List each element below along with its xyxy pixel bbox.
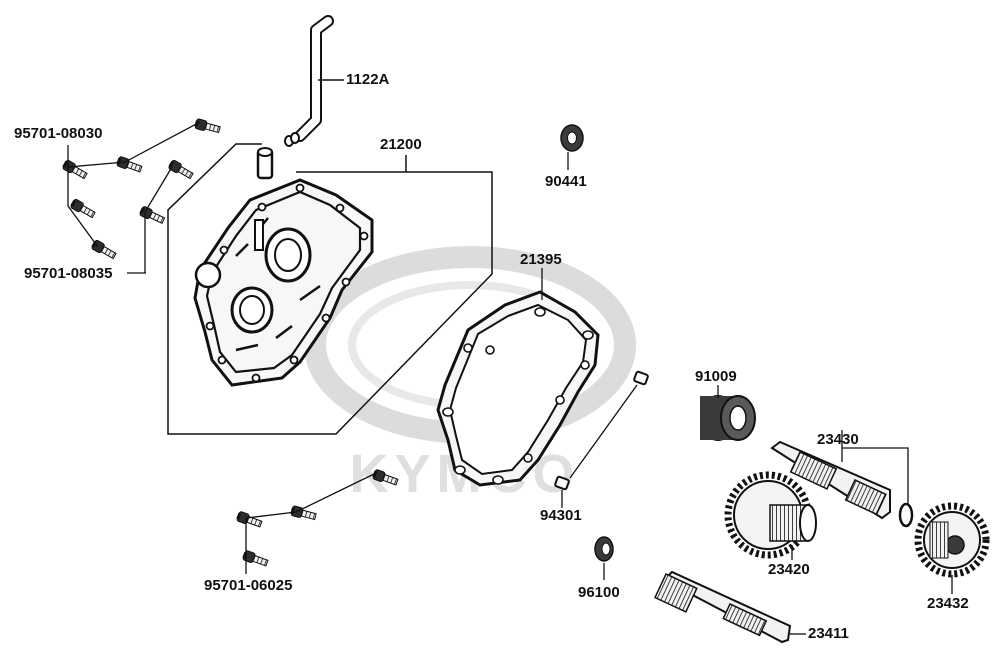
label-23420: 23420 — [768, 561, 810, 578]
label-91009: 91009 — [695, 368, 737, 385]
drive-shaft-23430[interactable] — [770, 440, 914, 528]
label-23430: 23430 — [817, 431, 859, 448]
label-21200: 21200 — [380, 136, 422, 153]
label-23411: 23411 — [808, 625, 849, 642]
label-90441: 90441 — [545, 173, 587, 190]
label-1122a: 1122A — [346, 71, 390, 88]
transmission-cover[interactable] — [167, 143, 493, 435]
gear-23432[interactable] — [914, 502, 990, 578]
label-23432: 23432 — [927, 595, 969, 612]
breather-tube[interactable] — [284, 15, 334, 147]
label-95701-08030: 95701-08030 — [14, 125, 103, 142]
seal-96100[interactable] — [594, 536, 614, 562]
dowel-pins-94301[interactable] — [554, 370, 649, 491]
gear-23420[interactable] — [724, 471, 817, 559]
label-96100: 96100 — [578, 584, 620, 601]
label-94301: 94301 — [540, 507, 582, 524]
main-shaft-23411[interactable] — [654, 570, 792, 644]
gasket-21395[interactable] — [436, 290, 600, 487]
washer-90441[interactable] — [560, 124, 584, 152]
label-95701-08035: 95701-08035 — [24, 265, 113, 282]
bearing-91009[interactable] — [700, 395, 756, 441]
label-21395: 21395 — [520, 251, 562, 268]
label-95701-06025: 95701-06025 — [204, 577, 293, 594]
